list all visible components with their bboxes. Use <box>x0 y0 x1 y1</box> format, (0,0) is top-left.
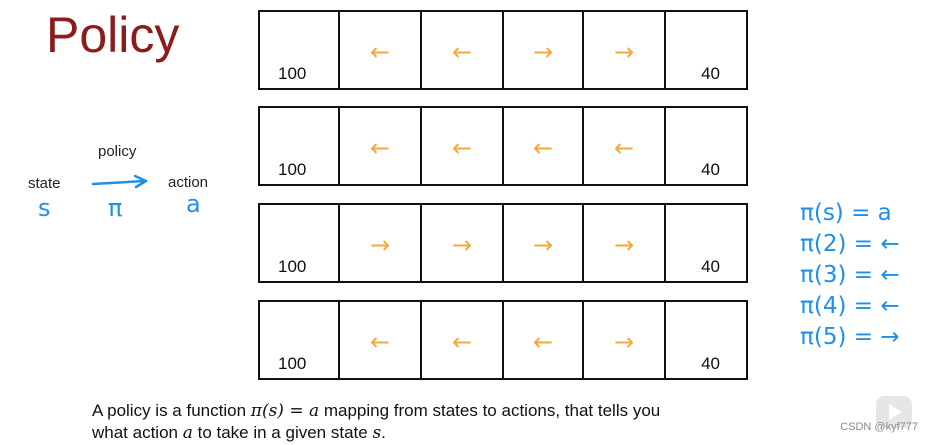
reward-label: 100 <box>278 257 307 276</box>
state-cell: 40 <box>664 300 748 380</box>
equation: π(3) = ← <box>800 262 900 288</box>
state-cell: ← <box>420 106 504 186</box>
state-cell: 40 <box>664 106 748 186</box>
state-cell: → <box>502 203 584 283</box>
equation: π(5) = → <box>800 324 900 350</box>
action-label: action <box>168 174 209 191</box>
state-symbol: s <box>38 194 51 222</box>
action-arrow-icon: → <box>451 231 473 259</box>
reward-label: 40 <box>701 257 720 276</box>
reward-label: 40 <box>701 354 720 373</box>
state-cell: ← <box>502 300 584 380</box>
page-title: Policy <box>46 7 180 63</box>
state-cell: 100 <box>258 106 340 186</box>
policy-diagram: policy state action s π a <box>0 0 240 240</box>
action-arrow-icon: ← <box>451 328 473 356</box>
reward-label: 40 <box>701 160 720 179</box>
action-arrow-icon: ← <box>369 38 391 66</box>
action-symbol: a <box>186 190 201 218</box>
action-arrow-icon: ← <box>532 134 554 162</box>
state-cell: → <box>502 10 584 90</box>
state-cell: → <box>582 300 666 380</box>
state-cell: ← <box>420 300 504 380</box>
reward-label: 40 <box>701 64 720 83</box>
action-arrow-icon: → <box>613 38 635 66</box>
policy-symbol: π <box>108 194 123 222</box>
action-arrow-icon: ← <box>451 134 473 162</box>
equation: π(2) = ← <box>800 231 900 257</box>
policy-arrow-icon <box>91 174 148 189</box>
policy-label: policy <box>98 143 137 160</box>
caption-line-1: A policy is a function π(s) = a mapping … <box>92 401 661 421</box>
action-arrow-icon: → <box>532 231 554 259</box>
action-arrow-icon: → <box>369 231 391 259</box>
state-cell: 40 <box>664 10 748 90</box>
state-cell: ← <box>420 10 504 90</box>
reward-label: 100 <box>278 160 307 179</box>
action-arrow-icon: ← <box>369 134 391 162</box>
state-cell: → <box>582 10 666 90</box>
state-cell: ← <box>582 106 666 186</box>
action-arrow-icon: ← <box>451 38 473 66</box>
state-cell: → <box>338 203 422 283</box>
state-cell: → <box>582 203 666 283</box>
reward-label: 100 <box>278 64 307 83</box>
action-arrow-icon: → <box>532 38 554 66</box>
state-cell: ← <box>338 10 422 90</box>
equation: π(s) = a <box>800 200 892 226</box>
caption: A policy is a function π(s) = a mapping … <box>92 400 660 444</box>
equation: π(4) = ← <box>800 293 900 319</box>
action-arrow-icon: ← <box>369 328 391 356</box>
state-cell: 100 <box>258 300 340 380</box>
state-cell: 40 <box>664 203 748 283</box>
state-cell: ← <box>338 300 422 380</box>
state-cell: → <box>420 203 504 283</box>
state-cell: ← <box>338 106 422 186</box>
action-arrow-icon: → <box>613 231 635 259</box>
caption-line-2: what action a to take in a given state s… <box>92 423 386 443</box>
action-arrow-icon: ← <box>613 134 635 162</box>
state-label: state <box>28 175 61 192</box>
reward-label: 100 <box>278 354 307 373</box>
action-arrow-icon: → <box>613 328 635 356</box>
state-cell: 100 <box>258 203 340 283</box>
state-cell: 100 <box>258 10 340 90</box>
watermark: CSDN @kyf777 <box>840 421 918 433</box>
policy-equations: π(s) = a π(2) = ← π(3) = ← π(4) = ← π(5)… <box>800 200 900 355</box>
action-arrow-icon: ← <box>532 328 554 356</box>
video-play-icon <box>876 396 912 428</box>
state-cell: ← <box>502 106 584 186</box>
